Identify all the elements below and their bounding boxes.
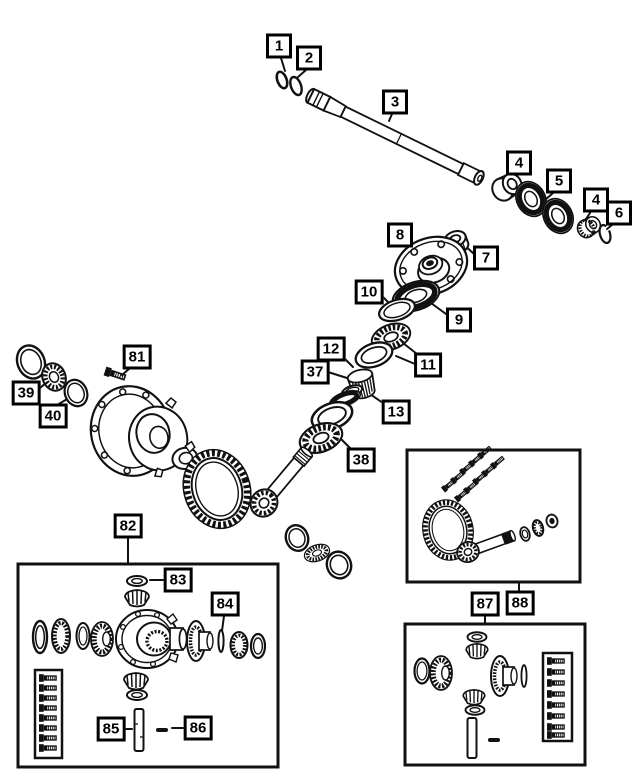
callout-3[interactable]: 3 bbox=[382, 89, 408, 115]
callout-1[interactable]: 1 bbox=[266, 33, 292, 59]
case-bolt-set-box bbox=[33, 668, 64, 760]
pinion-pin bbox=[217, 629, 225, 653]
differential-case-kit-box bbox=[16, 562, 280, 769]
pinion-flange bbox=[393, 235, 469, 297]
kit-pinion-mate-shaft bbox=[466, 717, 478, 759]
callout-4b[interactable]: 4 bbox=[583, 187, 609, 213]
callout-83[interactable]: 83 bbox=[163, 567, 193, 593]
o-ring-1 bbox=[275, 70, 289, 90]
callout-88[interactable]: 88 bbox=[505, 590, 535, 616]
callout-11[interactable]: 11 bbox=[414, 352, 442, 378]
lock-pin bbox=[156, 728, 168, 732]
callout-10[interactable]: 10 bbox=[354, 279, 384, 305]
drive-pinion bbox=[249, 446, 314, 518]
pinion-washer bbox=[378, 297, 416, 323]
axle-bearing-inner bbox=[573, 212, 605, 242]
callout-6[interactable]: 6 bbox=[606, 200, 632, 226]
callout-5[interactable]: 5 bbox=[546, 168, 572, 194]
pinion-lower-ring-2 bbox=[325, 550, 353, 580]
callout-82[interactable]: 82 bbox=[113, 513, 143, 539]
callout-9[interactable]: 9 bbox=[446, 307, 472, 333]
callout-87[interactable]: 87 bbox=[470, 591, 500, 617]
kit-pinion bbox=[456, 529, 516, 564]
callout-2[interactable]: 2 bbox=[296, 45, 322, 71]
callout-13[interactable]: 13 bbox=[381, 399, 411, 425]
callout-39[interactable]: 39 bbox=[11, 380, 41, 406]
callout-84[interactable]: 84 bbox=[210, 591, 240, 617]
callout-86[interactable]: 86 bbox=[183, 715, 213, 741]
callout-85[interactable]: 85 bbox=[96, 716, 126, 742]
snap-ring bbox=[598, 223, 612, 245]
callout-40[interactable]: 40 bbox=[38, 403, 68, 429]
callout-7[interactable]: 7 bbox=[473, 245, 499, 271]
ring-and-pinion-kit-box bbox=[405, 444, 582, 584]
callout-81[interactable]: 81 bbox=[122, 344, 152, 370]
diff-bearing-cup bbox=[63, 378, 89, 408]
diff-bearing bbox=[41, 362, 67, 392]
o-ring-2 bbox=[289, 75, 303, 97]
callout-37[interactable]: 37 bbox=[300, 359, 330, 385]
differential-case bbox=[89, 385, 199, 478]
callout-38[interactable]: 38 bbox=[346, 447, 376, 473]
diff-bearing-ring bbox=[15, 344, 47, 380]
callout-8[interactable]: 8 bbox=[387, 222, 413, 248]
pinion-lower-ring-1 bbox=[284, 524, 310, 552]
kit-lock-pin bbox=[488, 738, 500, 742]
callout-4a[interactable]: 4 bbox=[506, 150, 532, 176]
pinion-mate-shaft bbox=[133, 708, 145, 752]
diff-case-front-view bbox=[115, 609, 188, 669]
axle-shaft bbox=[305, 87, 485, 186]
callout-12[interactable]: 12 bbox=[316, 336, 346, 362]
differential-gear-kit-box bbox=[403, 622, 587, 767]
gear-kit-bolt-box bbox=[541, 651, 574, 743]
kit-bolts bbox=[440, 444, 506, 504]
